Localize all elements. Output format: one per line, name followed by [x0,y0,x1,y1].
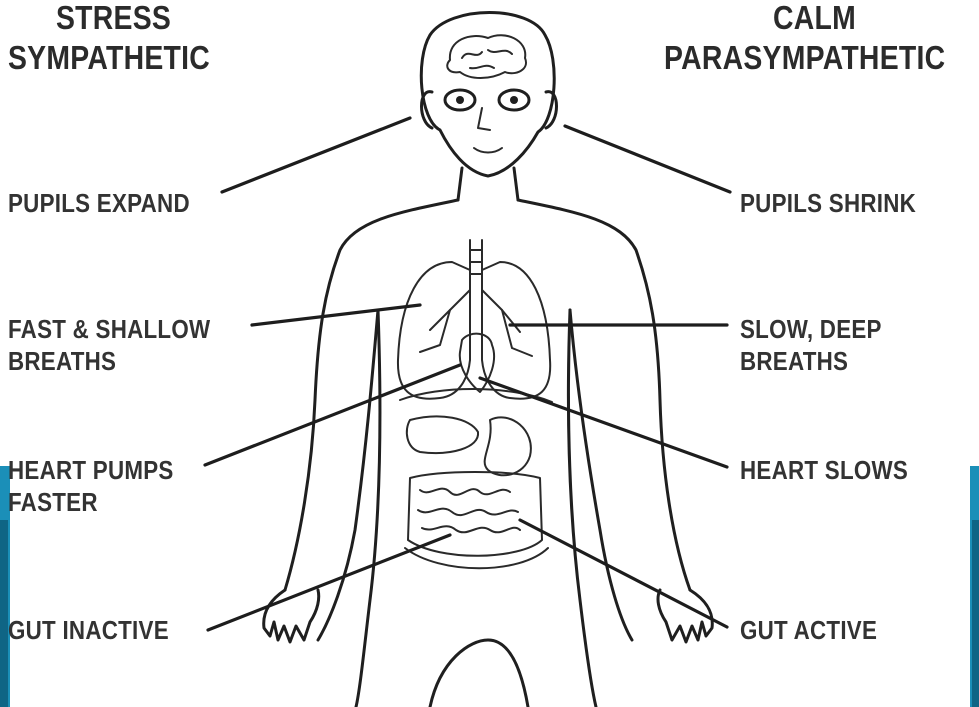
label-pupils-shrink: PUPILS SHRINK [740,187,916,219]
liver [407,416,478,453]
crotch [430,640,528,707]
label-heart-pumps-faster: HEART PUMPS FASTER [8,454,174,518]
stomach [485,417,531,475]
heading-sympathetic-line: SYMPATHETIC [8,40,210,76]
heading-calm: CALM [773,0,856,36]
label-fast-shallow-line1: FAST & SHALLOW [8,313,210,345]
heading-stress-line1: STRESS [56,0,171,36]
right-pupil [510,96,518,104]
heading-calm-line: CALM [773,0,856,36]
label-gut-inactive: GUT INACTIVE [8,614,169,646]
label-pupils-shrink-text: PUPILS SHRINK [740,187,916,219]
torso-right [568,310,596,707]
leader-pupils-expand [222,118,410,192]
gut-coils [418,489,520,533]
leader-heart-faster [205,365,460,465]
heading-parasympathetic-line: PARASYMPATHETIC [664,40,945,76]
label-slow-deep-breaths: SLOW, DEEP BREATHS [740,313,882,377]
left-lung [398,262,470,399]
label-fast-shallow-breaths: FAST & SHALLOW BREATHS [8,313,210,377]
neck-right [514,168,518,200]
left-pupil [456,96,464,104]
leader-pupils-shrink [565,126,730,192]
label-gut-inactive-text: GUT INACTIVE [8,614,169,646]
label-slow-deep-line2: BREATHS [740,345,882,377]
label-heart-slows: HEART SLOWS [740,454,908,486]
torso-left [356,310,380,707]
leader-gut-active [520,520,727,627]
label-pupils-expand: PUPILS EXPAND [8,187,190,219]
pelvis-line [405,548,548,568]
right-lung [482,262,550,399]
neck-left [458,168,462,200]
brain-icon [447,35,526,78]
label-heart-pumps-line2: FASTER [8,486,174,518]
heading-parasympathetic: PARASYMPATHETIC [664,40,945,76]
nose [478,108,490,130]
label-heart-slows-text: HEART SLOWS [740,454,908,486]
heading-stress: STRESS [56,0,171,36]
label-slow-deep-line1: SLOW, DEEP [740,313,882,345]
label-gut-active: GUT ACTIVE [740,614,877,646]
trachea [450,240,502,310]
label-fast-shallow-line2: BREATHS [8,345,210,377]
mouth [474,148,502,153]
label-pupils-expand-text: PUPILS EXPAND [8,187,190,219]
label-heart-pumps-line1: HEART PUMPS [8,454,174,486]
label-gut-active-text: GUT ACTIVE [740,614,877,646]
leader-fast-shallow [252,305,420,325]
heading-sympathetic: SYMPATHETIC [8,40,210,76]
inner-arm-left [318,310,378,640]
